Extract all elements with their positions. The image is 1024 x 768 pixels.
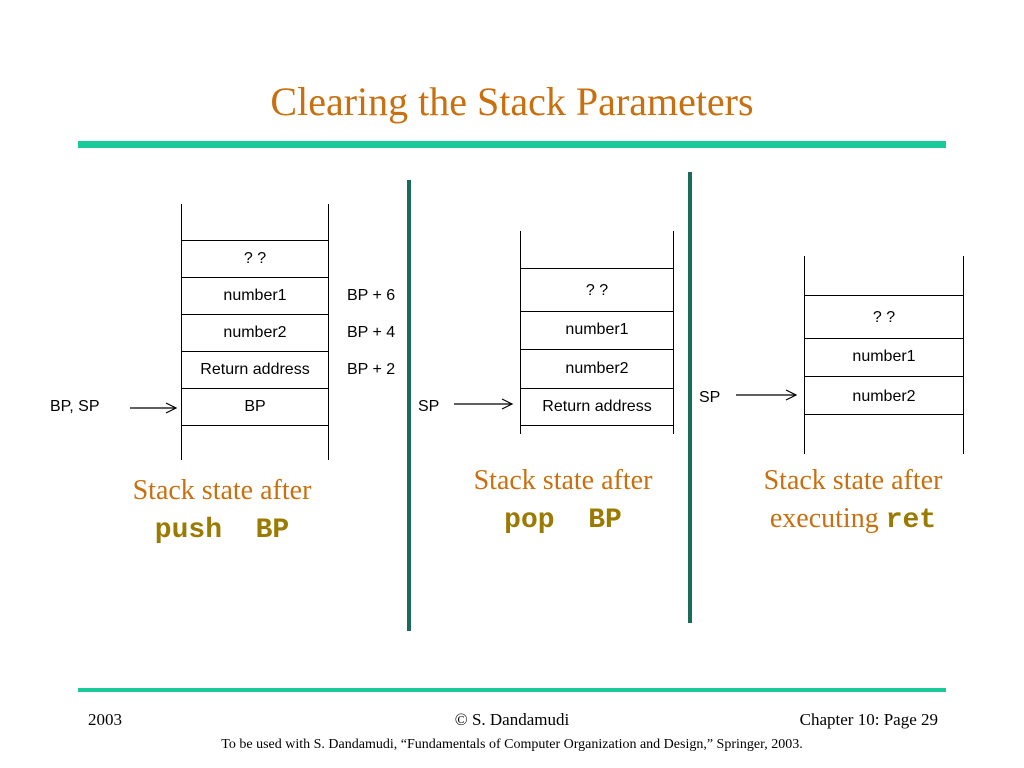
top-rule [78,141,946,148]
stack1-left-wall [181,204,182,460]
caption-code: BP [255,515,290,546]
caption-text: Stack state after [473,465,653,496]
caption-code: pop [504,505,555,536]
stack2-cell: ? ? [585,282,609,299]
stack2-left-wall [520,231,521,434]
stack3-divider [804,295,964,296]
stack3-divider [804,338,964,339]
caption-text: executing [769,503,879,534]
footer-year: 2003 [88,710,122,729]
stack3-cell: number2 [852,388,916,405]
divider-right [688,172,692,623]
stack1-divider [181,277,329,278]
offset-label: BP + 2 [347,361,396,378]
pointer-label: BP, SP [50,398,100,415]
footer-author: © S. Dandamudi [454,710,570,729]
stack1-divider [181,351,329,352]
stack1-divider [181,388,329,389]
stack3-right-wall [963,256,964,454]
stack3-caption: Stack state after executing ret [724,462,982,540]
stack2-divider [520,268,674,269]
slide-title: Clearing the Stack Parameters [270,79,754,124]
bottom-rule [78,688,946,692]
footer-note: To be used with S. Dandamudi, “Fundament… [221,737,803,752]
caption-code: push [154,515,222,546]
stack2-divider [520,388,674,389]
caption-code: BP [588,505,622,536]
stack1-caption: Stack state after push BP [96,472,348,550]
stack2-divider [520,425,674,426]
stack3-divider [804,414,964,415]
stack2-caption: Stack state after pop BP [432,462,694,540]
caption-text: Stack state after [132,475,312,506]
stack1-cell: Return address [200,361,310,378]
pointer-label: SP [699,389,721,406]
stack2-divider [520,311,674,312]
pointer-arrow-icon [130,402,178,414]
pointer-label: SP [418,398,440,415]
caption-text: Stack state after [763,465,943,496]
stack3-left-wall [804,256,805,454]
stack3-cell: ? ? [872,309,896,326]
caption-code-line: pop BP [432,500,694,540]
stack1-divider [181,425,329,426]
stack2-right-wall [673,231,674,434]
caption-code-line: push BP [96,510,348,550]
stack3-cell: number1 [852,348,916,365]
stack2-cell: number2 [565,360,629,377]
pointer-arrow-icon [454,398,514,410]
stack1-right-wall [328,204,329,460]
stack2-cell: Return address [542,398,652,415]
stack1-cell: BP [244,398,266,415]
stack1-cell: ? ? [243,250,267,267]
stack1-divider [181,240,329,241]
stack2-divider [520,349,674,350]
stack1-divider [181,314,329,315]
stack2-cell: number1 [565,321,629,338]
caption-code-line: executing ret [724,500,982,540]
stack1-cell: number1 [223,287,287,304]
divider-left [407,180,411,631]
stack1-cell: number2 [223,324,287,341]
stack3-divider [804,376,964,377]
pointer-arrow-icon [736,389,798,401]
caption-code: ret [885,505,937,536]
offset-label: BP + 4 [347,324,396,341]
footer-page: Chapter 10: Page 29 [799,710,938,729]
offset-label: BP + 6 [347,287,396,304]
